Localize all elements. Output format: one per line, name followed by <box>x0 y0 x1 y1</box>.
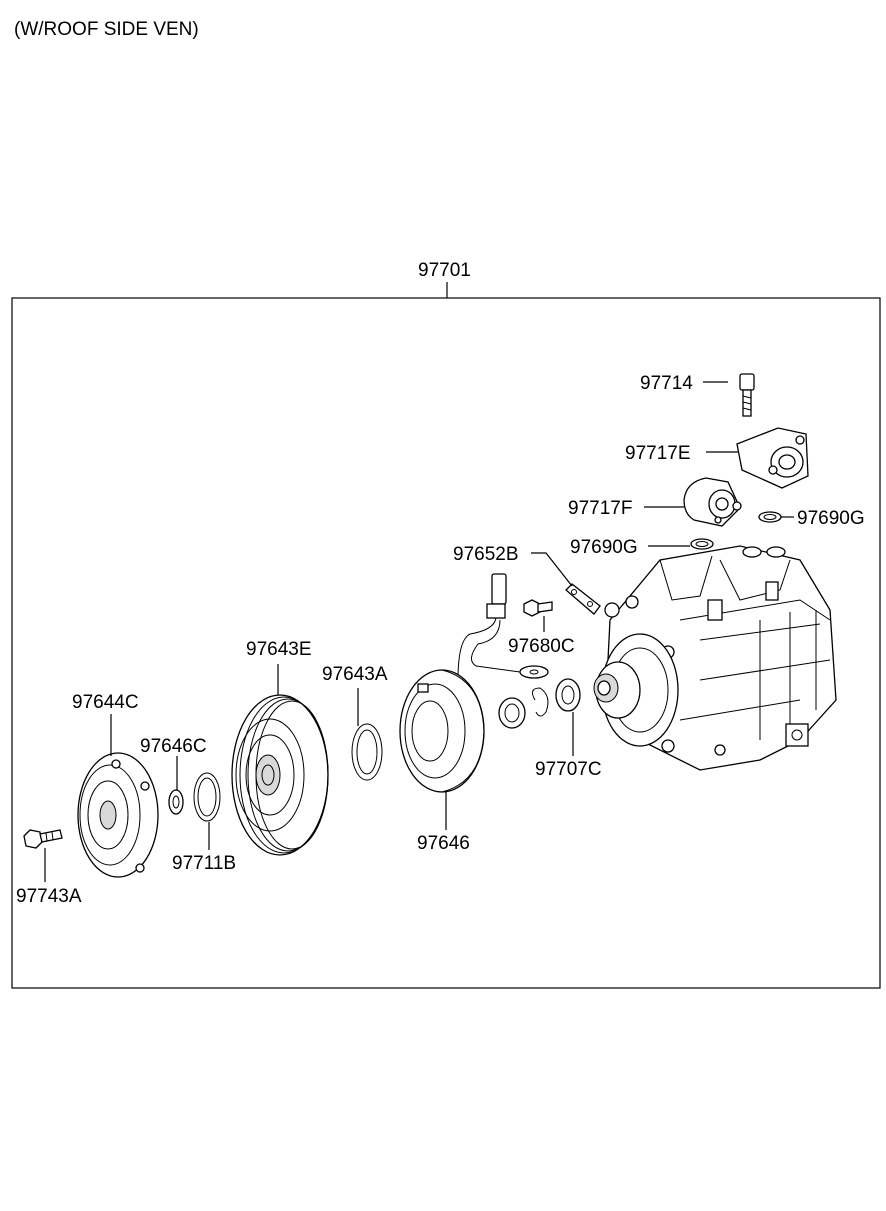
part-label-97717e[interactable]: 97717E <box>625 443 691 464</box>
shim-97646c-drawing[interactable] <box>168 789 184 815</box>
bolt-97714-drawing[interactable] <box>739 373 755 417</box>
pulley-97643e-drawing[interactable] <box>231 694 329 856</box>
screw-97680c-drawing[interactable] <box>523 599 553 617</box>
bolt-97743a-drawing[interactable] <box>23 829 63 849</box>
part-label-97644c[interactable]: 97644C <box>72 692 139 713</box>
part-label-97646[interactable]: 97646 <box>417 833 470 854</box>
part-label-97707c[interactable]: 97707C <box>535 759 602 780</box>
assembly-frame <box>11 297 881 989</box>
snap-ring-97643a-drawing[interactable] <box>351 723 383 781</box>
valve-block-97717e-drawing[interactable] <box>736 427 809 489</box>
part-label-97652b[interactable]: 97652B <box>453 544 519 565</box>
diagram-title: (W/ROOF SIDE VEN) <box>14 19 199 40</box>
bracket-97652b-drawing[interactable] <box>565 583 601 615</box>
leader-lines <box>44 381 794 882</box>
connector-wire-drawing[interactable] <box>457 573 549 681</box>
valve-block-97717f-drawing[interactable] <box>683 477 742 527</box>
snap-ring-97711b-drawing[interactable] <box>193 772 221 822</box>
assembly-label[interactable]: 97701 <box>418 260 471 281</box>
part-label-97711b[interactable]: 97711B <box>172 853 236 874</box>
part-label-97643e[interactable]: 97643E <box>246 639 312 660</box>
part-label-97717f[interactable]: 97717F <box>568 498 632 519</box>
part-label-97690g-upper[interactable]: 97690G <box>797 508 865 529</box>
o-ring-97690g-upper-drawing[interactable] <box>758 511 782 523</box>
part-label-97690g-lower[interactable]: 97690G <box>570 537 638 558</box>
o-ring-97690g-lower-drawing[interactable] <box>690 538 714 550</box>
part-label-97646c[interactable]: 97646C <box>140 736 207 757</box>
part-label-97680c[interactable]: 97680C <box>508 636 575 657</box>
shaft-seal-97707c-drawing[interactable] <box>498 678 581 729</box>
part-label-97743a[interactable]: 97743A <box>16 886 82 907</box>
field-coil-97646-drawing[interactable] <box>399 669 485 793</box>
part-label-97643a[interactable]: 97643A <box>322 664 388 685</box>
compressor-body-drawing[interactable] <box>593 545 837 771</box>
part-label-97714[interactable]: 97714 <box>640 373 693 394</box>
clutch-hub-97644c-drawing[interactable] <box>77 752 159 878</box>
